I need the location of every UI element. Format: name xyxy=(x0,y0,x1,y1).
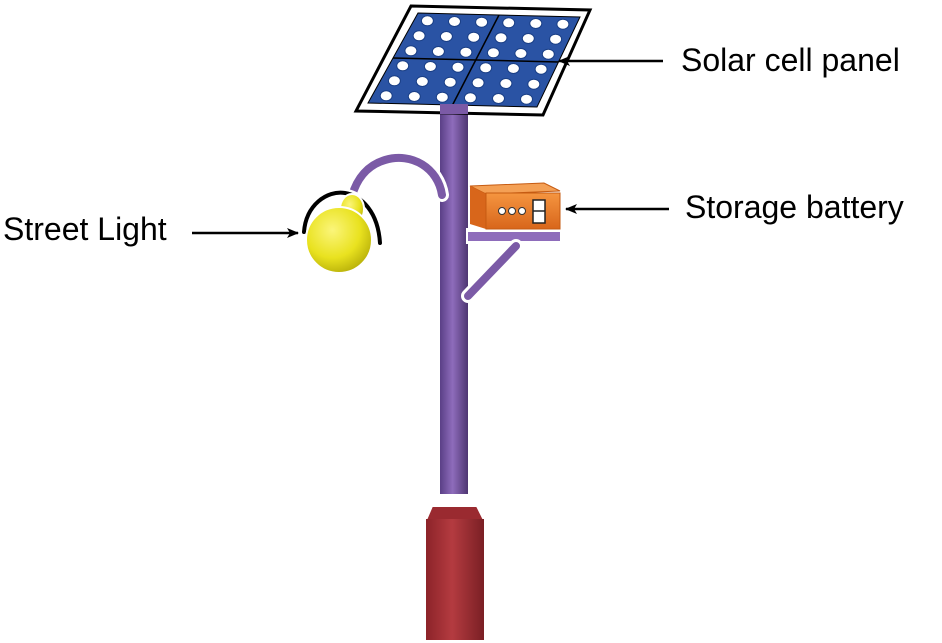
solar-cell xyxy=(479,62,493,74)
panel-mount xyxy=(440,104,468,114)
solar-cell xyxy=(494,32,508,44)
solar-cell xyxy=(492,93,505,104)
street-lamp xyxy=(299,188,385,274)
solar-cell xyxy=(471,77,485,89)
solar-cell xyxy=(556,18,570,30)
solar-cell xyxy=(387,75,401,87)
solar-cell xyxy=(521,33,535,44)
pole-base xyxy=(423,505,486,640)
solar-cell xyxy=(396,60,410,72)
solar-cell xyxy=(506,63,520,74)
solar-cell xyxy=(435,91,449,103)
solar-panel-cells xyxy=(379,14,570,106)
solar-cell xyxy=(407,91,421,102)
solar-cell xyxy=(529,18,543,29)
storage-battery-label: Storage battery xyxy=(685,189,904,225)
solar-cell xyxy=(520,93,533,105)
solar-cell xyxy=(534,63,548,75)
solar-cell xyxy=(423,61,437,72)
battery-shelf xyxy=(461,228,562,303)
solar-cell xyxy=(467,31,481,43)
solar-panel-label: Solar cell panel xyxy=(681,42,900,78)
solar-cell xyxy=(448,16,461,27)
solar-cell xyxy=(443,76,457,88)
solar-cell xyxy=(502,17,516,29)
solar-cell xyxy=(412,30,426,42)
solar-cell xyxy=(475,16,489,28)
street-light-label: Street Light xyxy=(3,211,167,247)
solar-cell xyxy=(420,15,434,27)
solar-cell xyxy=(379,90,393,102)
solar-cell xyxy=(514,48,528,59)
solar-cell xyxy=(451,61,465,73)
lamp-arm xyxy=(345,150,449,203)
storage-battery xyxy=(469,182,561,230)
solar-cell xyxy=(541,48,555,60)
solar-cell xyxy=(499,78,513,89)
solar-cell xyxy=(415,76,429,87)
solar-cell xyxy=(431,46,445,57)
solar-cell xyxy=(463,92,477,104)
solar-cell xyxy=(549,33,563,45)
pole xyxy=(436,110,472,502)
solar-cell xyxy=(527,78,541,90)
solar-cell xyxy=(486,47,500,59)
solar-cell xyxy=(404,45,418,57)
solar-panel xyxy=(353,4,593,117)
solar-cell xyxy=(459,46,473,58)
solar-cell xyxy=(439,31,453,42)
